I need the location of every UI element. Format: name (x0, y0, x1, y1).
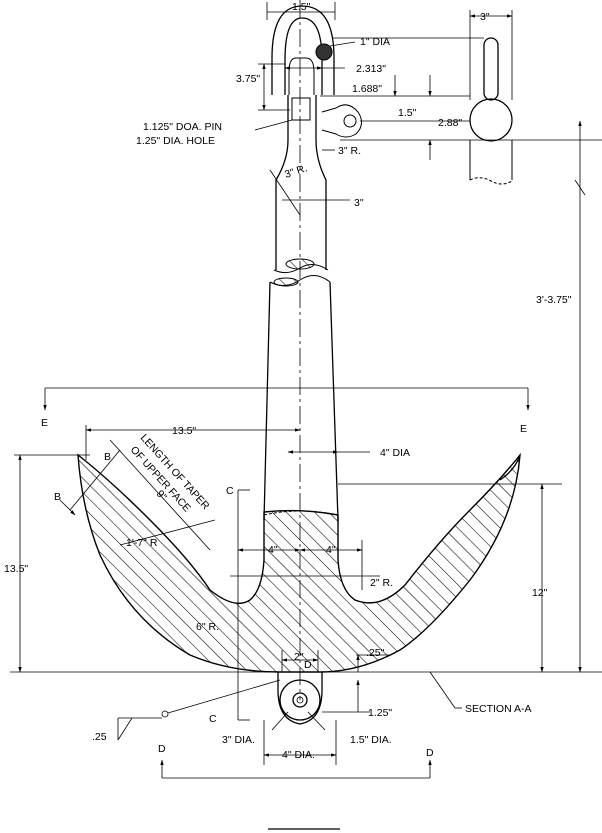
dim-eye: 1.5" (398, 107, 417, 119)
dim-shackle-width: 2.313" (356, 63, 386, 75)
shank-lower (263, 281, 339, 521)
dim-fluke-radius: 1'-7" R (126, 537, 158, 549)
section-b-lower: B (54, 491, 61, 503)
pin-note-2: 1.25" DIA. HOLE (136, 135, 215, 147)
pin-note-1: 1.125" DOA. PIN (143, 121, 222, 133)
dim-bottom-gap: .25" (366, 647, 385, 659)
dim-side-view-width: 3" (480, 11, 490, 23)
dim-ring-outer-dia: 3" DIA. (222, 734, 255, 746)
dim-crown-radius-large: 6" R. (196, 621, 219, 633)
dim-shank-width: 3" (354, 197, 364, 209)
dim-eye-offset: 1.688" (352, 83, 382, 95)
shank-upper (269, 95, 331, 287)
dim-right-offset: 4" (326, 544, 336, 556)
dim-crown-radius-small: 2" R. (370, 577, 393, 589)
section-b-upper: B (104, 451, 111, 463)
dim-ring-inner-dia: 1.5" DIA. (350, 734, 392, 746)
shackle-pin-icon (315, 43, 333, 61)
eye-bracket (321, 104, 362, 138)
section-label: SECTION A-A (465, 703, 532, 715)
dimension-lines (10, 2, 602, 779)
dim-base-width: 2" (294, 651, 304, 663)
dim-ring-base-dia: 4" DIA. (282, 749, 315, 761)
section-e-left: E (41, 417, 48, 429)
dim-left-offset: 4" (268, 544, 278, 556)
dim-taper-radius: 3" R. (283, 162, 309, 181)
dim-shank-dia: 4" DIA (380, 447, 410, 459)
section-d-center: D (304, 659, 312, 671)
section-c-upper: C (226, 485, 234, 497)
dim-shackle-pin-dia: 1" DIA (360, 36, 390, 48)
dim-fluke-height: 13.5" (4, 563, 28, 575)
dim-shackle-opening: 1.5" (292, 1, 311, 13)
dim-ring-thickness: 1.25" (368, 707, 392, 719)
dim-fluke-half-span: 13.5" (172, 425, 196, 437)
section-c-lower: C (209, 713, 217, 725)
bottom-ring (277, 672, 323, 725)
side-view (469, 37, 513, 185)
section-e-right: E (520, 423, 527, 435)
weld-size: .25 (92, 731, 107, 743)
anchor-body-section (77, 452, 521, 673)
dim-eye-spacing: 2.88" (438, 117, 462, 129)
dim-overall-length: 3'-3.75" (536, 294, 572, 306)
dim-shackle-inner-height: 3.75" (236, 73, 260, 85)
section-d-right: D (426, 747, 434, 759)
dim-neck-radius: 3" R. (338, 145, 361, 157)
dim-crown-height: 12" (532, 587, 548, 599)
section-d-left: D (158, 743, 166, 755)
